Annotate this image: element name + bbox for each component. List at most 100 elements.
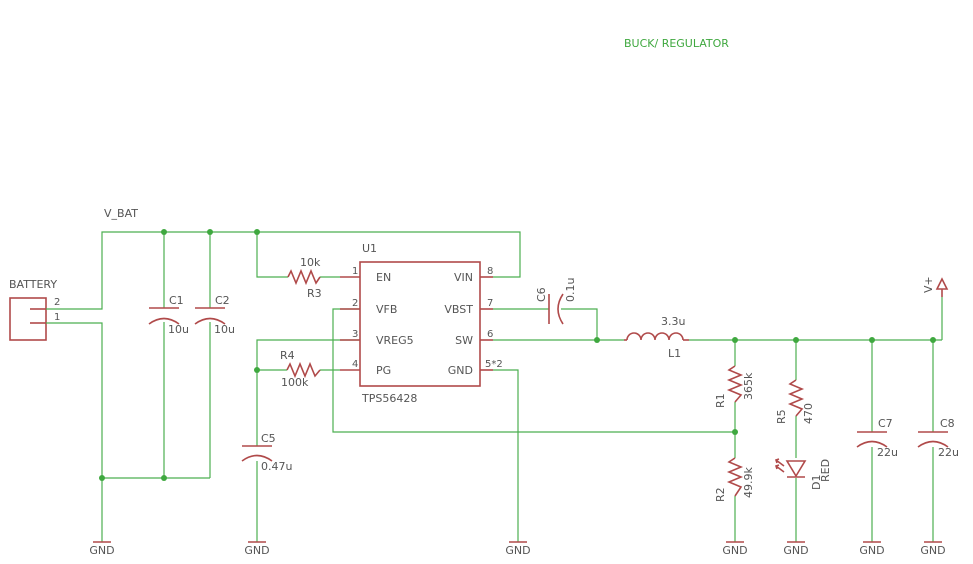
svg-text:4: 4 <box>352 359 358 370</box>
capacitor-c1: C1 10u <box>148 294 189 336</box>
gnd-symbol: GND <box>244 541 270 557</box>
resistor-r5: R5 470 <box>775 379 815 424</box>
r2-ref: R2 <box>714 487 727 502</box>
svg-text:7: 7 <box>487 298 493 309</box>
u1-ref: U1 <box>362 242 377 255</box>
c2-value: 10u <box>214 323 235 336</box>
svg-text:GND: GND <box>859 544 884 557</box>
svg-text:GND: GND <box>244 544 269 557</box>
battery-label: BATTERY <box>9 278 57 291</box>
svg-text:PG: PG <box>376 364 391 377</box>
r3-ref: R3 <box>307 287 322 300</box>
gnd-symbol: GND <box>783 541 809 557</box>
sheet-title: BUCK/ REGULATOR <box>624 37 729 50</box>
capacitor-c5: C5 0.47u <box>241 432 292 473</box>
svg-text:VBST: VBST <box>444 303 473 316</box>
vplus-arrow-icon <box>935 277 949 290</box>
d1-ref: D1 <box>810 475 823 490</box>
wire-r3-left <box>256 232 288 278</box>
connector-body <box>9 297 47 341</box>
resistor-r4: R4 100k <box>280 349 321 389</box>
battery-connector: BATTERY 2 1 <box>9 278 66 341</box>
d1-value: RED <box>819 459 832 482</box>
junction-dot <box>869 337 875 343</box>
r1-value: 365k <box>742 372 755 400</box>
wires <box>66 231 943 542</box>
junction-dot <box>732 337 738 343</box>
junction-dot <box>161 229 167 235</box>
c5-ref: C5 <box>261 432 276 445</box>
svg-text:5*2: 5*2 <box>485 359 503 370</box>
wire-bat-gnd <box>66 322 103 542</box>
c7-ref: C7 <box>878 417 893 430</box>
wire-vreg5 <box>256 339 360 446</box>
gnd-symbol: GND <box>722 541 748 557</box>
svg-text:3: 3 <box>352 329 358 340</box>
battery-pin1: 1 <box>54 312 60 323</box>
svg-text:1: 1 <box>352 266 358 277</box>
vplus-label: V+ <box>922 276 935 293</box>
c6-ref: C6 <box>535 287 548 302</box>
r4-value: 100k <box>281 376 309 389</box>
gnd-symbols: GND GND GND GND GND GND GND <box>89 541 946 557</box>
svg-text:8: 8 <box>487 266 493 277</box>
wire-c6-sw <box>561 308 598 340</box>
supply-vplus: V+ <box>922 276 949 297</box>
capacitor-c6: C6 0.1u <box>535 278 577 325</box>
junction-dot <box>161 475 167 481</box>
capacitor-c8: C8 22u <box>917 417 959 459</box>
svg-text:VFB: VFB <box>376 303 397 316</box>
svg-text:6: 6 <box>487 329 493 340</box>
c5-value: 0.47u <box>261 460 292 473</box>
junction-dot <box>254 229 260 235</box>
junction-dot <box>793 337 799 343</box>
gnd-symbol: GND <box>920 541 946 557</box>
r5-ref: R5 <box>775 409 788 424</box>
capacitor-c2: C2 10u <box>194 294 235 336</box>
resistor-r3: 10k R3 <box>287 256 322 300</box>
junction-dot <box>254 367 260 373</box>
svg-text:GND: GND <box>505 544 530 557</box>
junction-dot <box>732 429 738 435</box>
svg-text:GND: GND <box>448 364 473 377</box>
u1-part: TPS56428 <box>361 392 417 405</box>
wire-ic-gnd <box>493 369 519 542</box>
c8-ref: C8 <box>940 417 955 430</box>
c8-value: 22u <box>938 446 959 459</box>
capacitor-c7: C7 22u <box>856 417 898 459</box>
junction-dot <box>930 337 936 343</box>
gnd-symbol: GND <box>505 541 531 557</box>
junctions <box>99 229 936 481</box>
c7-value: 22u <box>877 446 898 459</box>
junction-dot <box>594 337 600 343</box>
svg-text:GND: GND <box>920 544 945 557</box>
c1-ref: C1 <box>169 294 184 307</box>
svg-text:EN: EN <box>376 271 391 284</box>
wire-vbat-rail <box>66 231 521 310</box>
junction-dot <box>207 229 213 235</box>
gnd-symbol: GND <box>859 541 885 557</box>
net-label-vbat: V_BAT <box>104 207 138 220</box>
svg-text:GND: GND <box>722 544 747 557</box>
r5-value: 470 <box>802 403 815 424</box>
resistor-r2: R2 49.9k <box>714 457 755 502</box>
gnd-symbol: GND <box>89 541 115 557</box>
c6-value: 0.1u <box>564 278 577 302</box>
r1-ref: R1 <box>714 393 727 408</box>
inductor-l1: 3.3u L1 <box>624 315 689 360</box>
svg-text:SW: SW <box>455 334 473 347</box>
l1-value: 3.3u <box>661 315 685 328</box>
led-d1: D1 RED <box>774 458 832 490</box>
c2-ref: C2 <box>215 294 230 307</box>
r3-value: 10k <box>300 256 321 269</box>
svg-text:2: 2 <box>352 298 358 309</box>
svg-text:VREG5: VREG5 <box>376 334 414 347</box>
svg-text:GND: GND <box>783 544 808 557</box>
u1-body <box>359 261 481 387</box>
c1-value: 10u <box>168 323 189 336</box>
junction-dot <box>99 475 105 481</box>
r4-ref: R4 <box>280 349 295 362</box>
svg-text:GND: GND <box>89 544 114 557</box>
svg-text:VIN: VIN <box>454 271 473 284</box>
